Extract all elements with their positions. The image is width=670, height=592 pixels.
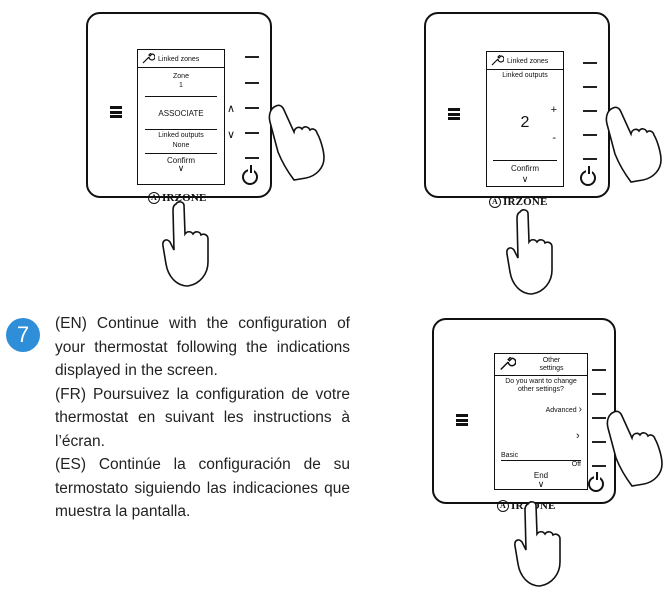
zone-label: Zone (173, 73, 189, 80)
pointing-hand-icon (605, 106, 662, 183)
thermostat-2: Linked zones Linked outputs 2 + - Confir… (424, 12, 610, 208)
instruction-en: (EN) Continue with the configuration of … (55, 315, 350, 379)
screen-title-line2: settings (539, 365, 564, 372)
side-button-1[interactable] (592, 369, 606, 371)
side-button-4[interactable] (583, 134, 597, 136)
side-button-1[interactable] (583, 62, 597, 64)
confirm-label[interactable]: Confirm (166, 156, 195, 165)
increase-button[interactable]: + (550, 104, 557, 116)
pointing-hand-icon (506, 209, 553, 295)
outputs-count: 2 (520, 114, 530, 131)
basic-value[interactable]: Off (571, 461, 581, 468)
instruction-fr: (FR) Poursuivez la configuration de votr… (55, 385, 350, 450)
chevron-down-icon[interactable]: ∨ (227, 129, 236, 141)
chevron-down-icon: ∨ (177, 163, 185, 173)
screen-title: Linked zones (507, 57, 549, 65)
linked-outputs-label: Linked outputs (502, 72, 548, 79)
side-button-1[interactable] (245, 56, 259, 58)
power-icon[interactable] (242, 165, 258, 185)
wrench-icon (500, 357, 516, 371)
advanced-label: Advanced (545, 407, 577, 414)
thermostat-screen-2: Linked zones Linked outputs 2 + - Confir… (486, 51, 564, 187)
screen-title: Linked zones (158, 55, 200, 63)
advanced-option[interactable]: Advanced › (546, 404, 582, 415)
pointing-hand-icon (606, 410, 663, 487)
menu-icon[interactable] (110, 106, 122, 123)
chevron-right-icon[interactable]: › (576, 430, 580, 442)
screen-header: Other settings (495, 354, 587, 376)
linked-outputs-label: Linked outputs (158, 132, 204, 139)
thermostat-1: Linked zones Zone 1 ASSOCIATE Linked out… (86, 12, 272, 204)
zone-value: 1 (179, 82, 183, 89)
chevron-down-icon: ∨ (521, 174, 529, 184)
chevron-up-icon[interactable]: ∧ (227, 103, 236, 115)
side-button-2[interactable] (592, 393, 606, 395)
chevron-down-icon: ∨ (537, 479, 545, 489)
instructions: (EN) Continue with the configuration of … (55, 312, 350, 524)
side-button-5[interactable] (245, 157, 259, 159)
side-button-5[interactable] (583, 158, 597, 160)
step-number-badge: 7 (6, 318, 40, 352)
menu-icon[interactable] (456, 414, 468, 431)
decrease-button[interactable]: - (552, 132, 556, 144)
side-button-3[interactable] (583, 110, 597, 112)
basic-label: Basic (501, 452, 519, 459)
menu-icon[interactable] (448, 108, 460, 125)
side-button-4[interactable] (592, 441, 606, 443)
screen-header: Linked zones (487, 52, 563, 70)
end-label[interactable]: End (533, 471, 549, 480)
side-button-4[interactable] (245, 132, 259, 134)
thermostat-screen-3: Other settings Do you want to change oth… (494, 353, 588, 490)
side-button-2[interactable] (583, 86, 597, 88)
associate-option[interactable]: ASSOCIATE (158, 109, 204, 118)
side-button-5[interactable] (592, 465, 606, 467)
chevron-right-icon: › (578, 404, 582, 415)
screen-title-line1: Other (542, 357, 561, 364)
instruction-es: (ES) Continúe la configuración de su ter… (55, 456, 350, 520)
power-icon[interactable] (588, 472, 604, 492)
side-button-2[interactable] (245, 82, 259, 84)
screen-header: Linked zones (138, 50, 224, 68)
thermostat-screen-1: Linked zones Zone 1 ASSOCIATE Linked out… (137, 49, 225, 185)
side-button-3[interactable] (245, 107, 259, 109)
confirm-label[interactable]: Confirm (510, 164, 539, 173)
power-icon[interactable] (580, 166, 596, 186)
wrench-icon (491, 55, 504, 66)
pointing-hand-icon (268, 104, 325, 181)
linked-outputs-value: None (172, 142, 190, 149)
pointing-hand-icon (162, 201, 209, 287)
wrench-icon (142, 53, 155, 64)
side-button-3[interactable] (592, 417, 606, 419)
pointing-hand-icon (514, 501, 561, 587)
question-text: Do you want to change other settings? (505, 378, 577, 393)
thermostat-3: Other settings Do you want to change oth… (432, 318, 616, 512)
